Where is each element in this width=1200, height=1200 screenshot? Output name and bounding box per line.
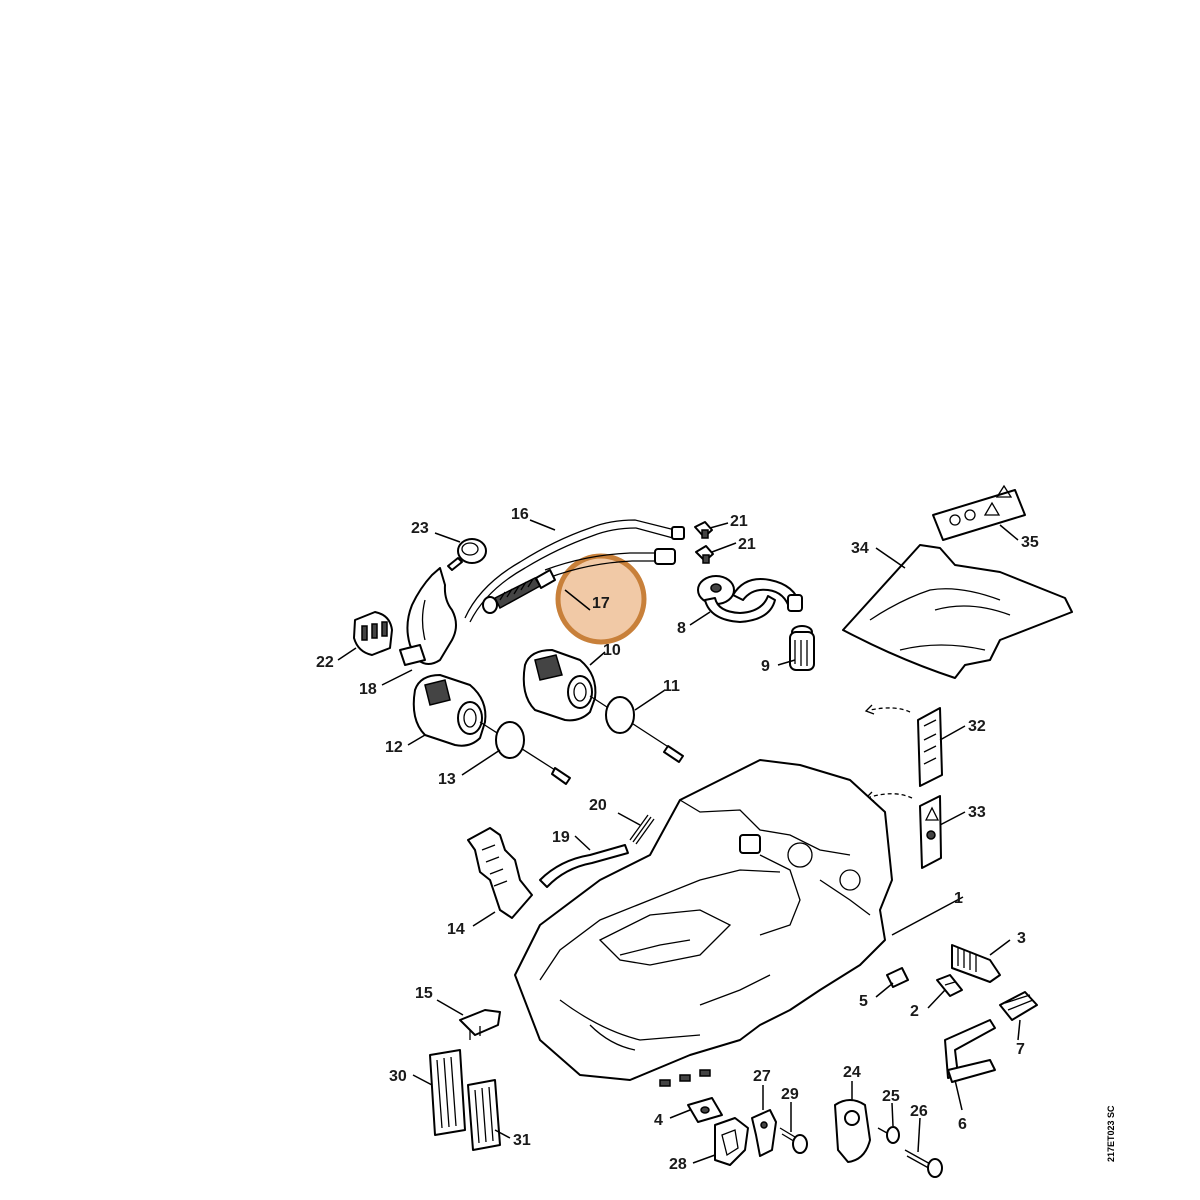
part-16-hose: [464, 519, 685, 623]
callout-11: 11: [663, 678, 680, 695]
part-5-bolt: [886, 967, 909, 988]
callout-32: 32: [968, 718, 986, 735]
part-4-nut: [687, 1097, 723, 1123]
part-25-washer: [877, 1126, 900, 1144]
part-13-o-ring: [495, 721, 525, 759]
callout-26: 26: [910, 1103, 928, 1120]
callout-31: 31: [513, 1132, 531, 1149]
callout-24: 24: [843, 1064, 861, 1081]
callout-27: 27: [753, 1068, 771, 1085]
part-24-plate: [834, 1099, 871, 1163]
callout-3: 3: [1017, 930, 1026, 947]
callout-1: 1: [954, 890, 963, 907]
callout-29: 29: [781, 1086, 799, 1103]
part-33-label: [864, 791, 942, 869]
callout-17: 17: [592, 595, 610, 612]
callout-4: 4: [654, 1112, 663, 1129]
part-7-adjuster: [999, 991, 1038, 1021]
callout-2: 2: [910, 1003, 919, 1020]
callout-6: 6: [958, 1116, 967, 1133]
part-34-cover: [842, 544, 1073, 679]
callout-19: 19: [552, 829, 570, 846]
part-15-clip: [459, 1009, 501, 1040]
part-11-o-ring: [605, 696, 635, 734]
part-2-screw: [936, 974, 963, 997]
callout-28: 28: [669, 1156, 687, 1173]
part-8-elbow-hose: [697, 575, 803, 623]
callout-13: 13: [438, 771, 456, 788]
callout-9: 9: [761, 658, 770, 675]
part-22-pump: [353, 611, 393, 656]
callout-14: 14: [447, 921, 465, 938]
part-28-loop: [714, 1117, 749, 1166]
callout-25: 25: [882, 1088, 900, 1105]
part-19-hose: [539, 844, 629, 888]
part-10-oil-pump: [522, 649, 684, 763]
callout-20: 20: [589, 797, 607, 814]
callout-12: 12: [385, 739, 403, 756]
part-17-spring-hose: [482, 548, 676, 614]
part-12-oil-pump: [412, 674, 571, 785]
callout-7: 7: [1016, 1041, 1025, 1058]
part-21-fitting-upper: [694, 521, 713, 539]
callout-16: 16: [511, 506, 529, 523]
part-3-stud: [951, 944, 1001, 983]
part-29-screw: [779, 1127, 808, 1154]
part-32-label: [864, 704, 943, 787]
callout-15: 15: [415, 985, 433, 1002]
leader-lines: [337, 519, 1021, 1164]
callout-8: 8: [677, 620, 686, 637]
callout-18: 18: [359, 681, 377, 698]
callout-30: 30: [389, 1068, 407, 1085]
part-31-pad: [467, 1079, 501, 1151]
part-18-tube-bracket: [399, 567, 457, 666]
callout-23: 23: [411, 520, 429, 537]
callout-22: 22: [316, 654, 334, 671]
part-9-filter: [789, 625, 815, 671]
drawing-code: 217ET023 SC: [1106, 1105, 1116, 1162]
callout-21-upper: 21: [730, 513, 748, 530]
part-30-pad: [429, 1049, 466, 1136]
callout-labels: 1 2 3 4 5 6 7 8 9 10 11 12 13 14 15 16 1…: [316, 506, 1039, 1173]
part-23-primer-bulb: [447, 538, 487, 571]
part-1-housing: [514, 759, 893, 1087]
part-20-spring: [629, 814, 655, 845]
callout-21-lower: 21: [738, 536, 756, 553]
part-26-screw: [904, 1149, 943, 1178]
part-6-elbow-pin: [944, 1019, 996, 1083]
callout-35: 35: [1021, 534, 1039, 551]
callout-10: 10: [603, 642, 621, 659]
callout-34: 34: [851, 540, 869, 557]
part-35-warning-label: [932, 484, 1026, 541]
callout-33: 33: [968, 804, 986, 821]
part-21-fitting-lower: [695, 545, 714, 564]
part-27-bracket: [751, 1109, 777, 1157]
callout-5: 5: [859, 993, 868, 1010]
part-14-bracket: [467, 827, 533, 919]
